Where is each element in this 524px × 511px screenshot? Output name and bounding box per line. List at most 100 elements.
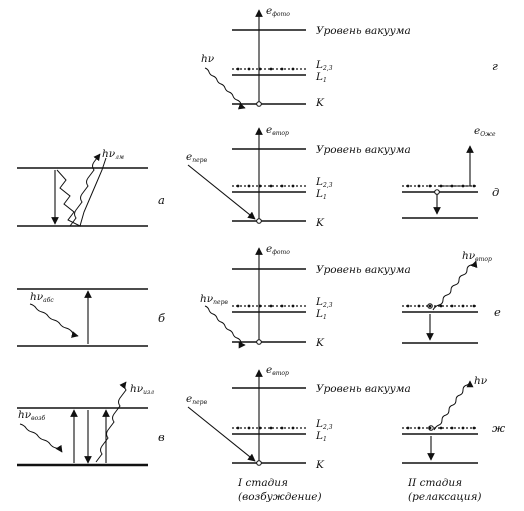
vacuum-label-d: Уровень вакуума — [316, 144, 411, 156]
panel-d: eперв eвтор Уровень вакуума L2,3 L1 K eО… — [186, 124, 499, 229]
electron-dot — [417, 304, 421, 308]
e-photo-label-g: eфото — [266, 5, 290, 18]
stage2-caption: II стадия — [407, 477, 462, 489]
panel-letter-b: б — [158, 311, 166, 325]
vacuum-label-e: Уровень вакуума — [316, 264, 411, 276]
vacancy-d2 — [434, 189, 440, 195]
K-label-e: K — [315, 337, 325, 349]
panel-letter-v: в — [158, 430, 165, 444]
hv-excite-label: hνвозб — [18, 409, 46, 422]
e-primary-label-d: eперв — [186, 151, 207, 164]
primary-electron-arrow-d — [187, 164, 256, 220]
electron-dot — [236, 184, 240, 188]
electron-dot — [269, 426, 273, 430]
electron-dot — [280, 184, 284, 188]
panel-letter-zh: ж — [492, 421, 505, 435]
luminescence-wave-a — [56, 157, 107, 227]
electron-dot — [439, 426, 443, 430]
electron-dot — [428, 184, 432, 188]
electron-dot — [450, 304, 454, 308]
e-second-label-zh: eвтор — [266, 364, 289, 377]
electron-dot — [236, 426, 240, 430]
electron-dot — [417, 184, 421, 188]
incident-photon-e — [204, 305, 246, 349]
electron-dot — [236, 304, 240, 308]
hv-emit-label: hνизл — [130, 383, 154, 396]
electron-dot — [461, 426, 465, 430]
vacuum-label-g: Уровень вакуума — [316, 25, 411, 37]
electron-dot — [247, 304, 251, 308]
L23-label-e: L2,3 — [315, 296, 333, 309]
e-second-label-d: eвтор — [266, 124, 289, 137]
incident-photon-g — [204, 67, 246, 110]
vacuum-label-zh: Уровень вакуума — [316, 383, 411, 395]
K-label-d: K — [315, 217, 325, 229]
panel-letter-d: д — [492, 185, 499, 199]
auger-electron-arrow-d — [443, 145, 474, 187]
electron-dot — [258, 184, 262, 188]
stage1-caption: I стадия — [237, 477, 288, 489]
electron-dot — [461, 304, 465, 308]
hv-lum-label: hνлм — [102, 148, 124, 161]
panel-letter-g: г — [492, 59, 498, 73]
hv-label-g: hν — [201, 53, 215, 65]
electron-dot — [280, 304, 284, 308]
electron-dot — [247, 67, 251, 71]
panel-letter-a: а — [158, 193, 165, 207]
electron-dot — [236, 67, 240, 71]
panel-v: hνвозб hνизл в — [17, 381, 165, 467]
electron-dot — [258, 426, 262, 430]
electron-dot — [247, 184, 251, 188]
excite-photon-v — [19, 423, 63, 453]
L1-label-d: L1 — [315, 188, 327, 201]
panel-zh: eперв eвтор Уровень вакуума L2,3 L1 K hν… — [186, 364, 505, 471]
emitted-photon-e — [432, 260, 478, 311]
electron-dot — [406, 426, 410, 430]
electron-dot — [428, 426, 432, 430]
K-label-g: K — [315, 97, 325, 109]
L23-label-zh: L2,3 — [315, 418, 333, 431]
vacancy-d1 — [256, 218, 262, 224]
hv-primary-label-e: hνперв — [200, 293, 228, 306]
electron-dot — [258, 304, 262, 308]
electron-dot — [417, 426, 421, 430]
primary-electron-arrow-zh — [187, 406, 256, 462]
e-auger-label-d: eОже — [474, 125, 496, 138]
L1-label-g: L1 — [315, 71, 327, 84]
hv-second-label-e: hνвтор — [462, 250, 492, 263]
vacancy-e1 — [256, 339, 262, 345]
emitted-photon-v — [95, 381, 127, 463]
electron-dot — [472, 304, 476, 308]
electron-dot — [439, 304, 443, 308]
panel-g: hν eфото Уровень вакуума L2,3 L1 K г — [201, 5, 498, 110]
L1-label-zh: L1 — [315, 430, 327, 443]
emission-photon-a — [69, 153, 101, 227]
electron-dot — [428, 304, 432, 308]
hv-abs-label: hνабс — [30, 291, 54, 304]
e-primary-label-zh: eперв — [186, 393, 207, 406]
vacancy-g — [256, 101, 262, 107]
electron-dot — [472, 184, 476, 188]
electron-dot — [439, 184, 443, 188]
L23-label-d: L2,3 — [315, 176, 333, 189]
stage1-caption-sub: (возбуждение) — [238, 491, 322, 503]
electron-dot — [450, 426, 454, 430]
L1-label-e: L1 — [315, 308, 327, 321]
panel-e: hνперв eфото Уровень вакуума L2,3 L1 K h… — [200, 243, 501, 349]
electron-dot — [280, 426, 284, 430]
electron-dot — [291, 304, 295, 308]
panel-b: hνабс б — [17, 288, 166, 347]
electron-dot — [461, 184, 465, 188]
electron-dot — [269, 184, 273, 188]
electron-dot — [291, 184, 295, 188]
K-label-zh: K — [315, 459, 325, 471]
stage2-caption-sub: (релаксация) — [408, 491, 482, 503]
electron-dot — [472, 426, 476, 430]
electron-dot — [269, 67, 273, 71]
electron-dot — [450, 184, 454, 188]
electron-dot — [406, 304, 410, 308]
panel-letter-e: е — [494, 305, 501, 319]
electron-dot — [291, 67, 295, 71]
